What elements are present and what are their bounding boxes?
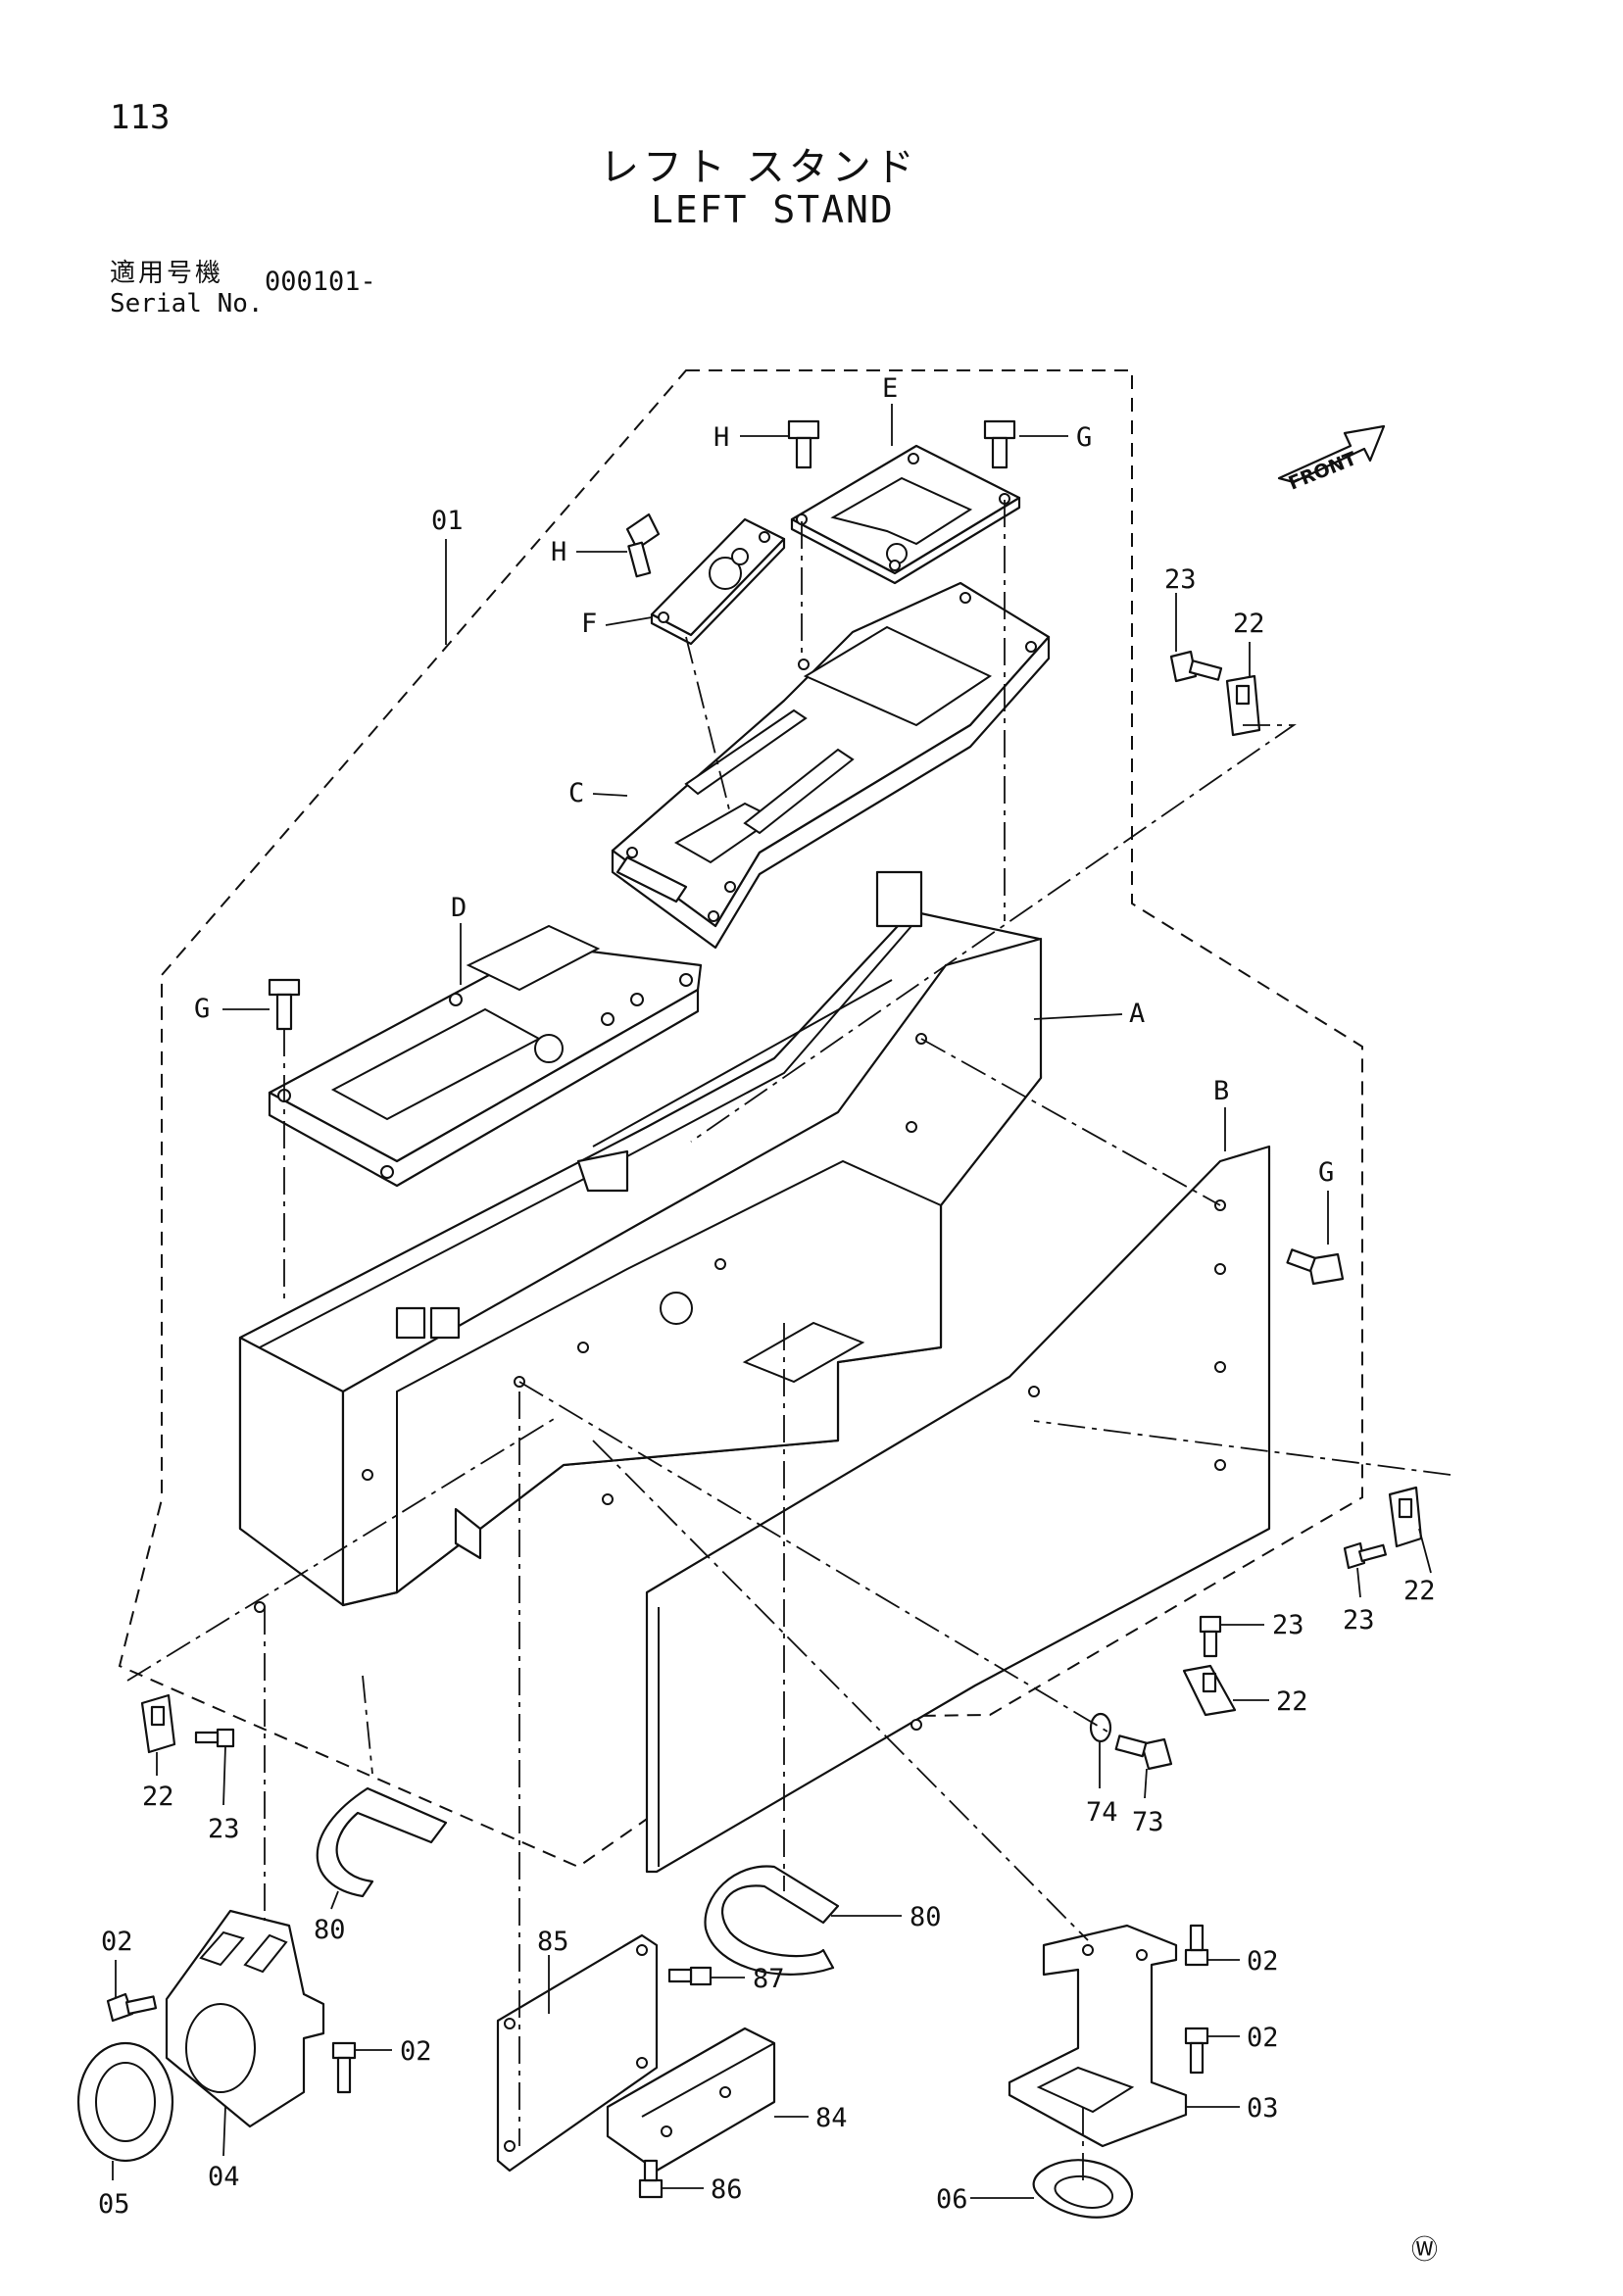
part-85-plate [496,1933,659,2173]
bolt-G-right [1286,1248,1345,1286]
label-G-top: G [1076,422,1092,453]
label-04: 04 [208,2162,240,2192]
washer-74 [1089,1712,1112,1743]
bolt-G-left [268,978,301,1031]
bolt-23-right [1343,1541,1387,1570]
clip-22-middle-right [1182,1664,1237,1717]
leader-73 [1144,1768,1148,1799]
grommet-80-center [704,1865,840,1976]
label-02-upper-right: 02 [1247,1946,1279,1977]
part-04-bracket [165,1909,325,2128]
label-F: F [581,609,597,639]
label-74: 74 [1086,1797,1118,1828]
label-02-bracket-left: 02 [101,1927,133,1957]
label-H-left: H [551,537,566,567]
label-80-left: 80 [314,1915,346,1945]
page-number: 113 [110,98,171,137]
bolt-02-bracket-left [106,1992,158,2023]
leader-C [592,793,628,797]
part-C-upper-frame [611,581,1051,950]
part-D-top-plate [268,924,703,1188]
grommet-80-left [316,1786,448,1898]
label-G-right: G [1318,1157,1334,1188]
label-73: 73 [1132,1807,1164,1837]
serial-label-english: Serial No. [110,289,264,318]
assembly-line-22-right [1033,1420,1451,1476]
assembly-line-F [685,636,731,814]
label-02-bracket-right: 02 [400,2036,432,2067]
leader-22b [1418,1528,1432,1574]
label-G-left: G [194,994,210,1024]
leader-A [1033,1013,1123,1020]
label-22-right: 22 [1403,1576,1436,1606]
label-80-center: 80 [910,1902,942,1932]
label-01: 01 [431,506,464,536]
label-D: D [451,893,467,923]
assembly-line-80a [362,1675,373,1775]
label-86: 86 [711,2174,743,2205]
part-F-small-plate [650,517,786,646]
assembly-line-73 [518,1381,1113,1735]
bolt-H-top [787,419,820,469]
bolt-02-bracket-right [331,2041,357,2094]
title-english: LEFT STAND [651,188,895,231]
label-23-left: 23 [208,1814,240,1844]
front-arrow-icon: FRONT [1277,424,1386,495]
part-A-stand-body [238,870,1043,1613]
assembly-line-22-top [690,724,1297,1143]
bolt-23-left [194,1728,235,1748]
assembly-line-22-left [126,1415,560,1682]
label-B: B [1213,1076,1229,1106]
label-23-right: 23 [1343,1605,1375,1636]
label-C: C [568,778,584,808]
watermark-w-icon: Ⓦ [1411,2235,1438,2266]
bolt-73 [1114,1734,1173,1771]
title-japanese: レフト スタンド [600,145,918,190]
label-03: 03 [1247,2093,1279,2124]
assembly-line-03 [592,1440,1089,1941]
label-H-top: H [713,422,729,453]
label-87: 87 [753,1964,785,1994]
label-22-middle-right: 22 [1276,1686,1308,1717]
leader-04 [222,2106,226,2157]
label-06: 06 [936,2184,968,2215]
part-84-bracket [606,2027,776,2173]
clip-22-right [1388,1486,1423,1548]
label-85: 85 [537,1927,569,1957]
label-22-top-right: 22 [1233,609,1265,639]
bolt-86 [638,2159,664,2199]
label-84: 84 [815,2103,848,2133]
leader-F [605,616,653,626]
label-22-left: 22 [142,1782,174,1812]
bolt-23-top-right [1169,650,1223,683]
part-06-grommet [1032,2159,1134,2219]
clip-22-left [140,1693,176,1754]
clip-22-top-right [1225,674,1261,737]
bolt-23-middle-right [1199,1615,1222,1658]
part-E-top-cover [790,444,1021,585]
bolt-02-lower-right [1184,2027,1209,2075]
bolt-02-upper-right [1184,1924,1209,1967]
label-23-middle-right: 23 [1272,1610,1304,1640]
part-B-side-panel [645,1145,1271,1874]
label-02-lower-right: 02 [1247,2023,1279,2053]
label-23-top-right: 23 [1164,564,1197,595]
serial-number-value: 000101- [265,267,376,297]
label-05: 05 [98,2189,130,2220]
part-05-seal [76,2041,174,2163]
serial-label-japanese: 適用号機 [110,259,224,288]
assembly-line-B-bolt [920,1038,1221,1206]
bolt-H-upper-left [625,513,661,578]
front-arrow-label: FRONT [1286,448,1360,495]
bolt-87 [667,1966,713,1986]
leader-80a [330,1890,339,1910]
leader-23d [222,1745,226,1806]
part-03-bracket [1008,1924,1188,2148]
label-A: A [1129,999,1145,1029]
label-E: E [882,373,898,404]
bolt-G-top [983,419,1016,469]
leader-23b [1356,1567,1361,1598]
